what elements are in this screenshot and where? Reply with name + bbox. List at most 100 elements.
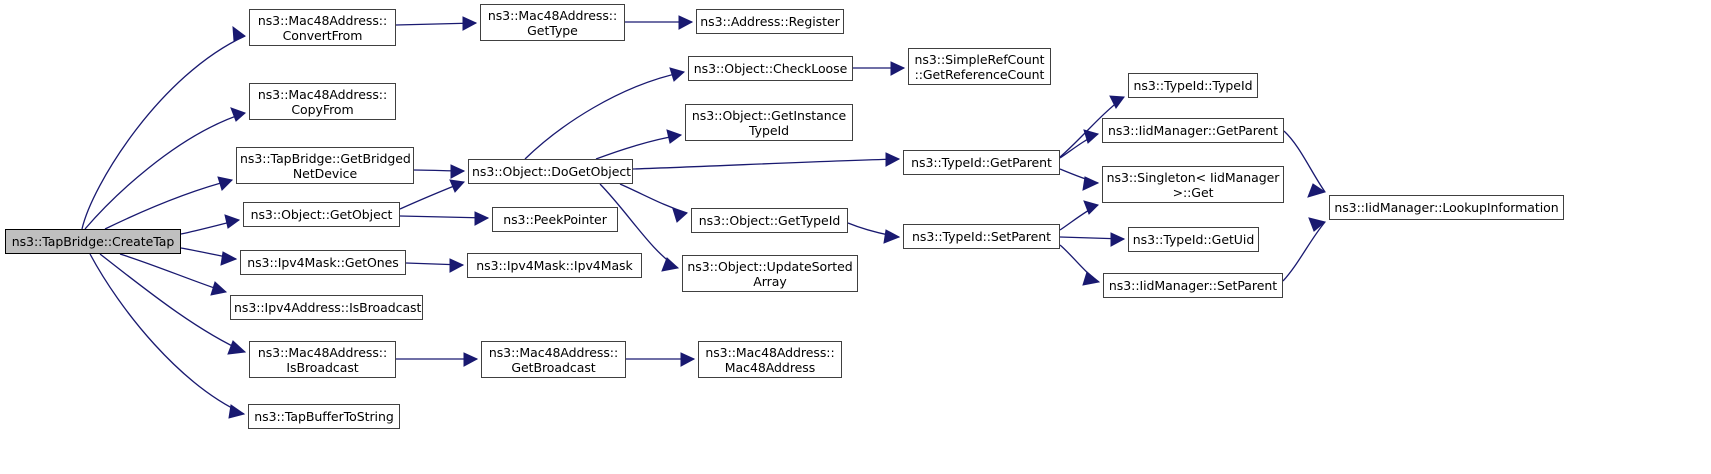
arrowhead-icon — [669, 67, 686, 82]
graph-node-label: ns3::TapBridge::GetBridged NetDevice — [240, 150, 411, 181]
call-edge — [632, 158, 900, 170]
call-edge — [104, 179, 233, 230]
graph-node-label: ns3::Object::GetInstance TypeId — [691, 107, 847, 138]
graph-node-label: ns3::PeekPointer — [503, 212, 607, 227]
arrowhead-icon — [217, 176, 234, 191]
call-edge — [1059, 133, 1099, 159]
graph-node-peekpointer[interactable]: ns3::PeekPointer — [492, 207, 618, 232]
arrowhead-icon — [210, 281, 228, 296]
graph-node-mac48ctor[interactable]: ns3::Mac48Address:: Mac48Address — [698, 341, 842, 378]
graph-node-label: ns3::Singleton< IidManager >::Get — [1106, 169, 1280, 200]
graph-node-label: ns3::Ipv4Mask::Ipv4Mask — [476, 258, 633, 273]
call-edge — [1283, 130, 1326, 193]
call-edge — [405, 262, 464, 266]
call-edge — [413, 169, 465, 172]
graph-node-label: ns3::Ipv4Mask::GetOnes — [247, 255, 399, 270]
call-edge — [1059, 168, 1099, 184]
graph-node-typeidgetparent[interactable]: ns3::TypeId::GetParent — [903, 150, 1060, 175]
graph-node-ipv4mask[interactable]: ns3::Ipv4Mask::Ipv4Mask — [467, 253, 642, 278]
arrowhead-icon — [1307, 183, 1327, 198]
graph-node-label: ns3::Mac48Address:: CopyFrom — [257, 86, 388, 117]
arrowhead-icon — [232, 25, 246, 42]
call-edge — [595, 134, 682, 160]
graph-node-label: ns3::Object::DoGetObject — [472, 164, 632, 179]
graph-node-gettype[interactable]: ns3::Mac48Address:: GetType — [480, 4, 625, 41]
graph-node-updatesorted[interactable]: ns3::Object::UpdateSorted Array — [682, 255, 858, 292]
graph-node-getinstancetype[interactable]: ns3::Object::GetInstance TypeId — [685, 104, 853, 141]
graph-node-label: ns3::Mac48Address:: Mac48Address — [705, 344, 835, 375]
call-edge — [180, 219, 240, 235]
graph-node-tapbuffer[interactable]: ns3::TapBufferToString — [248, 404, 400, 429]
graph-node-convertfrom[interactable]: ns3::Mac48Address:: ConvertFrom — [249, 9, 396, 46]
call-edge — [1059, 244, 1100, 283]
graph-node-iidgetparent[interactable]: ns3::IidManager::GetParent — [1102, 118, 1284, 143]
arrowhead-icon — [1083, 129, 1100, 144]
graph-node-label: ns3::Mac48Address:: GetBroadcast — [488, 344, 619, 375]
graph-node-label: ns3::TapBridge::CreateTap — [11, 234, 175, 249]
arrowhead-icon — [1082, 176, 1100, 191]
graph-node-label: ns3::Object::GetObject — [250, 207, 393, 222]
graph-node-gettypeid[interactable]: ns3::Object::GetTypeId — [691, 208, 848, 233]
call-edge — [619, 183, 688, 214]
graph-node-typeidtypeid[interactable]: ns3::TypeId::TypeId — [1128, 73, 1258, 98]
arrowhead-icon — [666, 129, 683, 144]
arrowhead-icon — [449, 258, 465, 273]
call-edge — [1059, 204, 1099, 231]
graph-node-label: ns3::IidManager::GetParent — [1108, 123, 1278, 138]
graph-node-dogetobject[interactable]: ns3::Object::DoGetObject — [468, 159, 633, 184]
graph-node-createtap[interactable]: ns3::TapBridge::CreateTap — [5, 229, 181, 254]
arrowhead-icon — [672, 208, 689, 223]
arrowhead-icon — [1110, 232, 1126, 247]
graph-node-label: ns3::IidManager::LookupInformation — [1334, 200, 1559, 215]
call-edge — [847, 222, 900, 238]
arrowhead-icon — [680, 352, 696, 367]
graph-node-copyfrom[interactable]: ns3::Mac48Address:: CopyFrom — [249, 83, 396, 120]
graph-node-macisbroadcast[interactable]: ns3::Mac48Address:: IsBroadcast — [249, 341, 396, 378]
arrowhead-icon — [462, 16, 478, 31]
graph-node-label: ns3::IidManager::SetParent — [1108, 278, 1278, 293]
arrowhead-icon — [1308, 217, 1327, 232]
call-edge — [84, 112, 246, 230]
graph-node-simplerefcount[interactable]: ns3::SimpleRefCount ::GetReferenceCount — [908, 48, 1051, 85]
call-edge — [1059, 236, 1125, 240]
graph-node-getbroadcast[interactable]: ns3::Mac48Address:: GetBroadcast — [481, 341, 626, 378]
graph-node-typeidsetparent[interactable]: ns3::TypeId::SetParent — [903, 224, 1060, 249]
call-edge — [399, 215, 489, 219]
graph-node-checkloose[interactable]: ns3::Object::CheckLoose — [688, 56, 853, 81]
graph-node-label: ns3::TypeId::SetParent — [911, 229, 1051, 244]
arrowhead-icon — [885, 152, 901, 167]
arrowhead-icon — [1083, 200, 1099, 215]
arrowhead-icon — [474, 211, 490, 226]
graph-node-label: ns3::Ipv4Address::IsBroadcast — [234, 300, 422, 315]
graph-node-label: ns3::TypeId::GetParent — [911, 155, 1052, 170]
call-edge — [1282, 221, 1326, 282]
graph-node-getones[interactable]: ns3::Ipv4Mask::GetOnes — [240, 250, 406, 275]
arrowhead-icon — [230, 107, 246, 122]
graph-node-typeidgetuid[interactable]: ns3::TypeId::GetUid — [1128, 227, 1259, 252]
arrowhead-icon — [661, 257, 680, 272]
graph-node-label: ns3::Object::GetTypeId — [698, 213, 841, 228]
arrowhead-icon — [463, 352, 479, 367]
graph-node-label: ns3::Address::Register — [700, 14, 840, 29]
arrowhead-icon — [1109, 95, 1125, 109]
graph-node-register[interactable]: ns3::Address::Register — [696, 9, 844, 34]
call-edge — [119, 253, 227, 293]
graph-node-label: ns3::TypeId::TypeId — [1133, 78, 1253, 93]
graph-node-getbridged[interactable]: ns3::TapBridge::GetBridged NetDevice — [236, 147, 414, 184]
graph-node-ipv4isbroadcast[interactable]: ns3::Ipv4Address::IsBroadcast — [230, 295, 423, 320]
graph-node-iidsetparent[interactable]: ns3::IidManager::SetParent — [1103, 273, 1283, 298]
graph-node-singletonget[interactable]: ns3::Singleton< IidManager >::Get — [1102, 166, 1284, 203]
graph-node-lookupinfo[interactable]: ns3::IidManager::LookupInformation — [1329, 195, 1564, 220]
graph-node-label: ns3::TypeId::GetUid — [1132, 232, 1255, 247]
graph-node-label: ns3::Mac48Address:: GetType — [487, 7, 618, 38]
graph-node-getobject[interactable]: ns3::Object::GetObject — [243, 202, 400, 227]
graph-node-label: ns3::Object::CheckLoose — [693, 61, 848, 76]
graph-node-label: ns3::SimpleRefCount ::GetReferenceCount — [914, 51, 1045, 82]
arrowhead-icon — [227, 340, 247, 355]
arrowhead-icon — [678, 15, 694, 30]
arrowhead-icon — [220, 251, 238, 266]
call-edge — [399, 181, 465, 210]
arrowhead-icon — [228, 404, 246, 419]
